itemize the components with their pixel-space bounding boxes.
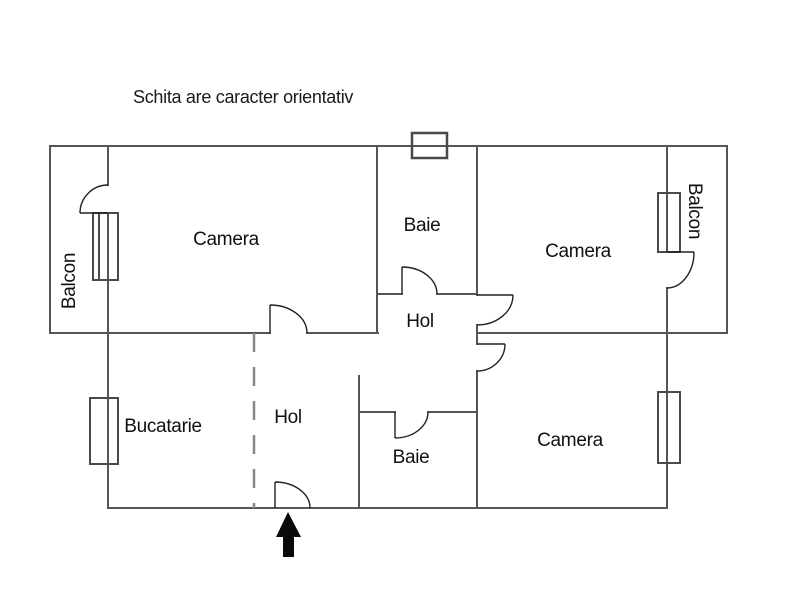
room-label-balcon-left: Balcon xyxy=(59,252,80,310)
door-camera-top-left-icon xyxy=(269,304,308,334)
door-balcon-right-icon xyxy=(666,251,695,289)
entrance-arrow-icon xyxy=(276,512,301,557)
doors xyxy=(79,184,695,509)
door-baie-bottom-icon xyxy=(394,411,429,439)
door-camera-top-right-icon xyxy=(476,294,514,326)
room-label-camera-top-left: Camera xyxy=(193,229,259,250)
walls xyxy=(49,145,728,509)
window-bucatarie-icon xyxy=(89,397,119,465)
room-label-hol-mid: Hol xyxy=(406,311,434,332)
room-label-baie-top: Baie xyxy=(403,215,441,236)
windows xyxy=(89,131,681,465)
door-camera-bottom-right-icon xyxy=(476,343,506,372)
window-camera-bottom-right-icon xyxy=(657,391,681,464)
window-balcon-left-icon xyxy=(92,212,119,281)
vent-baie-top-icon xyxy=(410,131,449,160)
room-label-baie-bottom: Baie xyxy=(392,447,430,468)
room-label-bucatarie: Bucatarie xyxy=(124,416,202,437)
door-entrance-icon xyxy=(274,481,311,509)
door-baie-top-icon xyxy=(401,266,438,295)
room-label-camera-top-right: Camera xyxy=(545,241,611,262)
room-label-hol-bottom: Hol xyxy=(274,407,302,428)
window-balcon-right-icon xyxy=(657,192,681,253)
room-label-balcon-right: Balcon xyxy=(684,182,705,240)
door-balcon-left-icon xyxy=(79,184,109,214)
page-title: Schita are caracter orientativ xyxy=(133,87,354,107)
room-label-camera-bottom-right: Camera xyxy=(537,430,603,451)
